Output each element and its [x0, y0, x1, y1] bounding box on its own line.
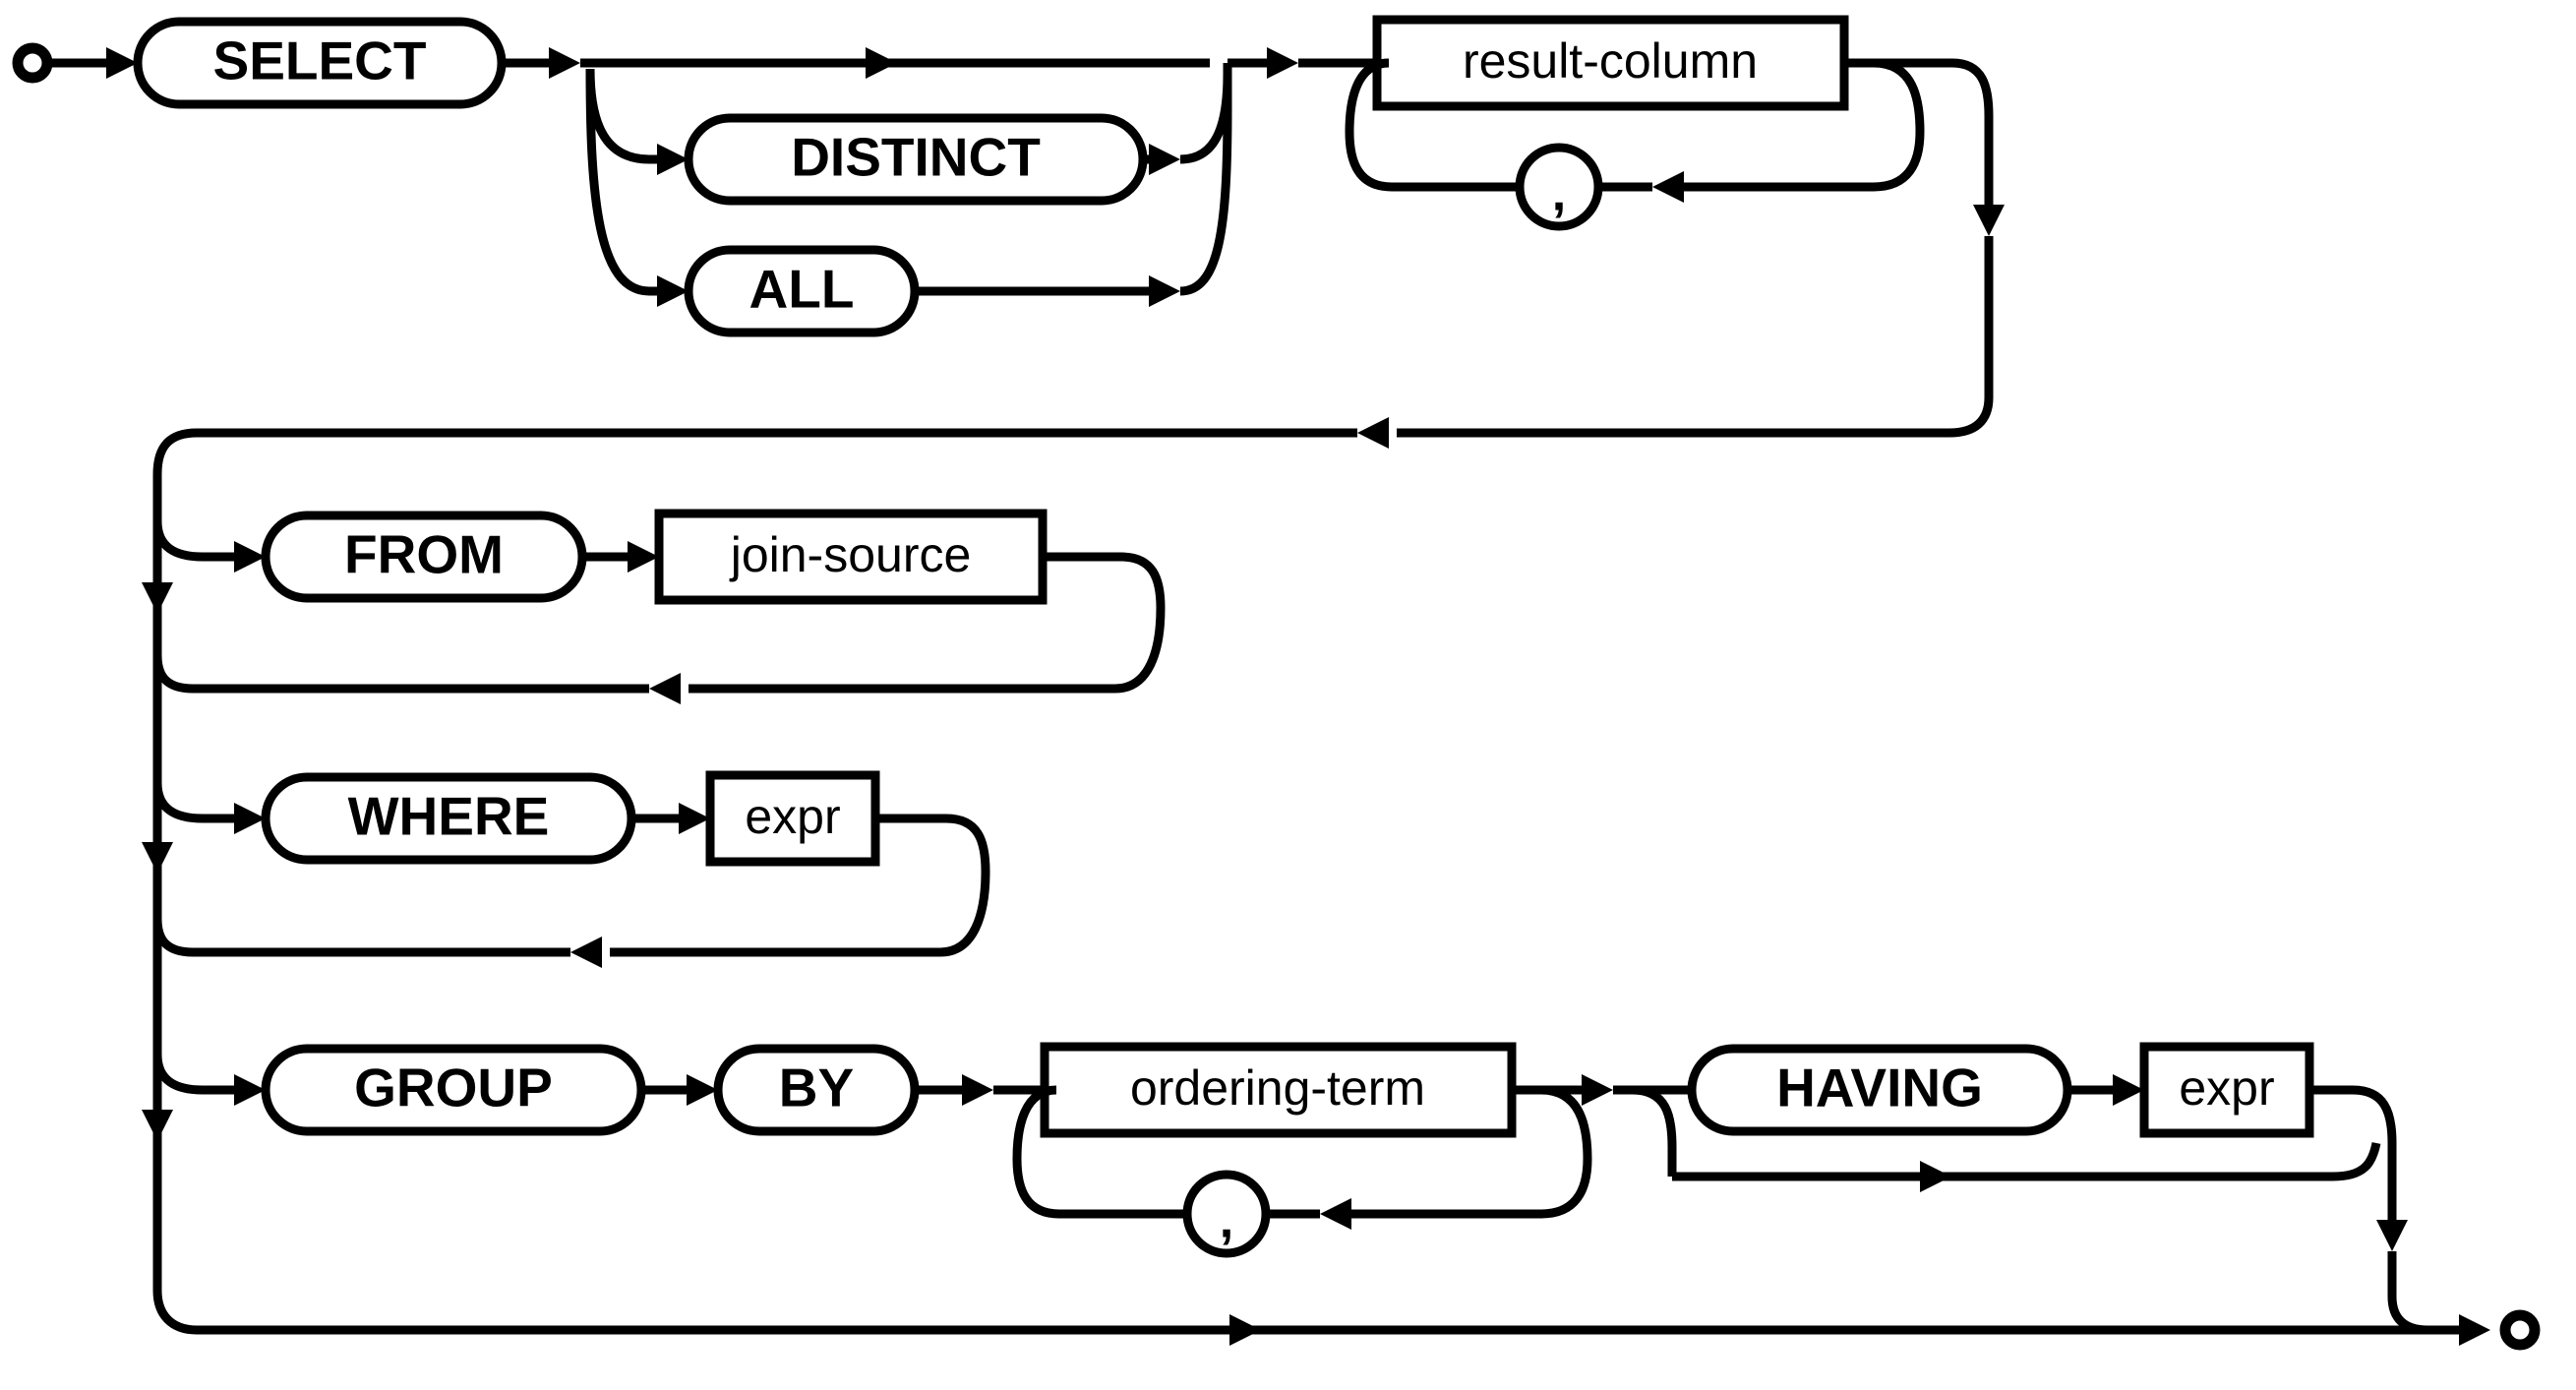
node-ordering-comma-label: ,: [1220, 1192, 1233, 1249]
node-join-source-label: join-source: [729, 527, 972, 582]
rail-merge-to-exit: [2387, 1296, 2459, 1335]
node-result-column-shape: [1372, 15, 1849, 111]
rail-drop-curve: [1951, 58, 1994, 207]
arrow-where-return: [570, 937, 602, 968]
rail-into-left-rail: [152, 428, 198, 512]
rail-distinct-rejoin: [1179, 63, 1232, 164]
arrow-all-out: [1149, 275, 1180, 307]
arrow-into-result-column: [1267, 47, 1298, 79]
arrow-into-end-terminal: [2459, 1314, 2490, 1346]
arrow-bottom-exit-mid: [1229, 1314, 1261, 1346]
arrow-into-having-expr: [2113, 1074, 2144, 1106]
rail-having-merge-down: [2352, 1085, 2397, 1222]
node-select-label: SELECT: [213, 30, 427, 91]
rail-branch-distinct: [585, 68, 661, 164]
arrow-into-by: [687, 1074, 718, 1106]
arrow-spine-to-group-level: [142, 842, 173, 874]
rail-result-loop-return: [1345, 58, 1393, 192]
rail-all-rejoin: [1179, 63, 1232, 296]
rail-ordering-loop-return: [1012, 1085, 1060, 1219]
rail-result-loop-right: [1672, 58, 1925, 192]
arrow-into-where: [234, 803, 266, 834]
node-group-label: GROUP: [354, 1058, 553, 1118]
node-having-label: HAVING: [1776, 1058, 1983, 1118]
end-terminal-icon: [2499, 1309, 2541, 1351]
node-by-label: BY: [779, 1058, 854, 1118]
arrow-spine-to-bottom: [142, 1110, 173, 1141]
node-ordering-term-shape: [1040, 1042, 1517, 1138]
node-result-comma-label: ,: [1552, 165, 1566, 222]
arrow-having-bypass: [1920, 1161, 1951, 1192]
arrow-after-select: [549, 47, 580, 79]
node-join-source-shape: [654, 509, 1048, 605]
node-where-label: WHERE: [348, 786, 550, 847]
arrow-into-from: [234, 541, 266, 573]
rail-having-bypass-down: [1632, 1085, 1677, 1177]
arrow-result-loop: [1652, 171, 1684, 203]
arrow-into-where-expr: [679, 803, 710, 834]
node-result-column-label: result-column: [1463, 33, 1758, 89]
node-ordering-term-label: ordering-term: [1130, 1060, 1425, 1116]
rail-return-to-left-top: [1397, 396, 1994, 438]
arrow-into-join-source: [628, 541, 659, 573]
arrow-into-distinct: [657, 144, 689, 175]
arrow-ordering-loop: [1320, 1198, 1351, 1230]
arrow-return-left: [1357, 417, 1389, 449]
rail-join-source-loopback: [689, 552, 1166, 694]
arrow-drop-down: [1973, 205, 2005, 236]
rail-join-return-join-spine: [152, 630, 194, 694]
arrow-into-select: [106, 47, 138, 79]
rail-branch-from: [152, 520, 236, 562]
rail-branch-group: [152, 1054, 236, 1095]
arrow-after-ordering: [1582, 1074, 1613, 1106]
node-distinct-label: DISTINCT: [791, 127, 1041, 188]
rail-bottom-exit: [152, 1290, 2479, 1335]
rail-branch-where: [152, 782, 236, 823]
node-where-expr-label: expr: [745, 789, 840, 844]
rail-where-loopback: [610, 814, 990, 957]
node-all-label: ALL: [749, 259, 855, 320]
node-having-expr-shape: [2139, 1042, 2314, 1138]
arrow-into-ordering-term: [962, 1074, 993, 1106]
arrow-join-source-return: [649, 673, 681, 704]
arrow-into-all: [657, 275, 689, 307]
arrow-spine-to-where-level: [142, 582, 173, 614]
node-from-label: FROM: [344, 524, 504, 585]
rail-where-return-join-spine: [152, 893, 194, 957]
arrow-merge-down: [2376, 1220, 2408, 1251]
arrow-bypass-mid: [866, 47, 897, 79]
rail-branch-all: [585, 68, 661, 296]
rail-bypass-merge: [2332, 1142, 2381, 1181]
start-terminal-icon: [12, 42, 53, 84]
arrow-distinct-out: [1149, 144, 1180, 175]
node-having-expr-label: expr: [2179, 1060, 2274, 1116]
rail-ordering-loop-right: [1340, 1085, 1592, 1219]
arrow-into-group: [234, 1074, 266, 1106]
